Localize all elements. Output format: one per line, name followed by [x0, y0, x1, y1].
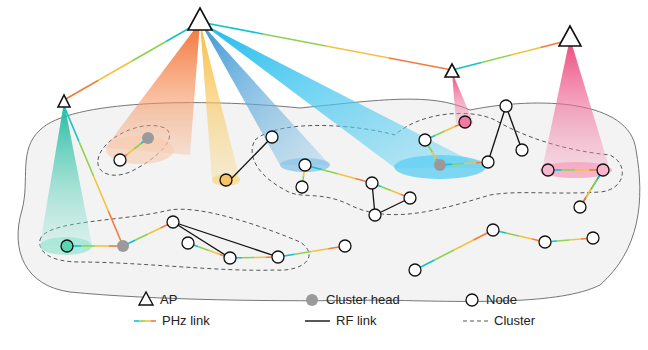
- legend-text: Cluster: [494, 313, 535, 329]
- phz-link: [506, 233, 519, 236]
- phz-link: [199, 247, 210, 251]
- network-node: [182, 237, 194, 249]
- phz-link: [435, 131, 445, 136]
- network-node: [419, 134, 431, 146]
- phz-link: [429, 146, 433, 152]
- phz-link: [445, 127, 455, 132]
- phz-link: [134, 144, 141, 150]
- phz-link: [151, 320, 157, 322]
- network-node: [542, 164, 554, 176]
- legend-text: RF link: [336, 313, 376, 329]
- phz-link: [64, 106, 79, 141]
- network-node: [224, 252, 236, 264]
- phz-link: [433, 153, 437, 159]
- network-node: [369, 209, 381, 221]
- network-node: [339, 240, 351, 252]
- phz-link: [511, 48, 541, 56]
- phz-link: [557, 240, 569, 241]
- legend-text: PHz link: [162, 313, 210, 329]
- network-node: [459, 116, 471, 128]
- network-node: [539, 236, 551, 248]
- phz-link: [145, 320, 151, 322]
- phz-link: [295, 252, 312, 255]
- phz-link: [569, 239, 581, 240]
- phz-link: [576, 169, 590, 171]
- phz-link: [339, 174, 356, 179]
- phz-link: [326, 46, 389, 58]
- phz-link: [391, 191, 401, 195]
- phz-link: [64, 81, 98, 101]
- phz-link: [312, 249, 329, 252]
- network-node: [266, 131, 278, 143]
- phz-link: [482, 55, 512, 63]
- network-node: [434, 159, 446, 171]
- network-node: [61, 240, 73, 252]
- phz-link: [382, 187, 392, 191]
- phz-link: [435, 250, 455, 260]
- legend-text: Node: [486, 292, 517, 308]
- phz-link: [242, 257, 254, 259]
- network-node: [500, 100, 512, 112]
- network-node: [487, 224, 499, 236]
- phz-link: [254, 256, 266, 258]
- phz-link: [452, 63, 482, 71]
- network-node: [516, 144, 528, 156]
- network-node: [366, 177, 378, 189]
- phz-link: [562, 169, 576, 171]
- phz-link: [592, 179, 598, 188]
- legend-text: AP: [160, 292, 177, 308]
- network-node: [482, 156, 494, 168]
- phz-link: [95, 245, 109, 247]
- phz-link: [98, 61, 132, 81]
- network-node: [409, 264, 421, 276]
- network-node: [117, 240, 129, 252]
- phz-link: [134, 320, 140, 322]
- phz-link: [519, 236, 532, 239]
- phz-link: [81, 245, 95, 247]
- phz-link: [464, 162, 476, 164]
- phz-link: [136, 234, 149, 240]
- phz-link: [79, 141, 94, 176]
- phz-link: [94, 176, 109, 211]
- network-node: [296, 181, 308, 193]
- network-node: [574, 201, 586, 213]
- phz-link: [132, 42, 166, 62]
- legend-text: Cluster head: [326, 292, 400, 308]
- phz-link: [454, 240, 474, 250]
- network-node: [404, 192, 416, 204]
- network-node: [587, 232, 599, 244]
- network-node: [597, 164, 609, 176]
- phz-link: [322, 170, 339, 175]
- phz-link: [140, 320, 146, 322]
- phz-link: [586, 189, 592, 198]
- network-node: [272, 251, 284, 263]
- phz-link: [389, 58, 452, 70]
- phz-link: [148, 228, 161, 234]
- network-node: [220, 174, 232, 186]
- network-node: [167, 216, 179, 228]
- phz-link: [263, 34, 326, 46]
- network-node: [114, 154, 126, 166]
- phz-link: [209, 251, 220, 255]
- network-node: [299, 159, 311, 171]
- phz-link: [127, 149, 134, 155]
- phz-link: [452, 163, 464, 165]
- network-node: [142, 132, 154, 144]
